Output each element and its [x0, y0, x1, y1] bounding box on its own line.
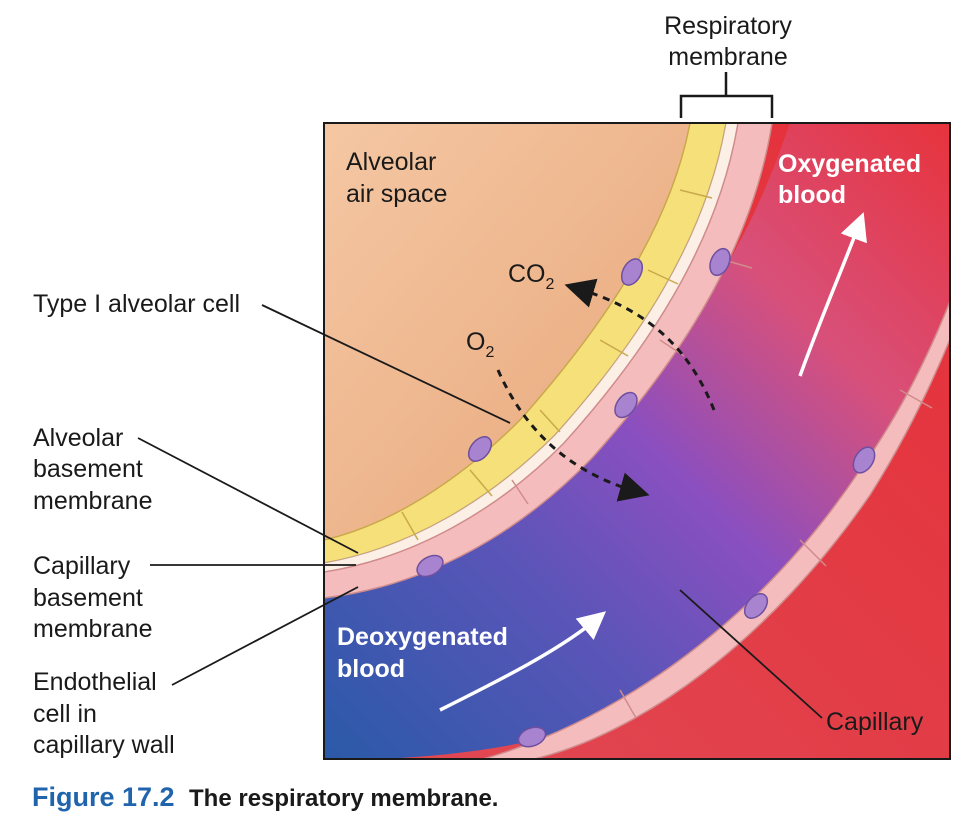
o2-subscript: 2 [485, 344, 494, 361]
label-endothelial-cell-2: cell in [33, 700, 97, 728]
leader-capillary [679, 589, 823, 719]
label-alveolar-basement-membrane-1: Alveolar [33, 424, 123, 452]
label-o2: O2 [466, 328, 494, 361]
nucleus [743, 593, 769, 619]
figure-caption: Figure 17.2 The respiratory membrane. [32, 782, 498, 813]
label-alveolar-basement-membrane-3: membrane [33, 487, 153, 515]
co2-base: CO [508, 260, 546, 288]
nucleus [517, 726, 547, 748]
figure-title: The respiratory membrane. [189, 785, 499, 812]
nucleus [614, 391, 638, 419]
label-capillary-basement-membrane-1: Capillary [33, 552, 131, 580]
label-endothelial-cell-3: capillary wall [33, 731, 175, 759]
nucleus [852, 446, 876, 474]
label-capillary-basement-membrane-3: membrane [33, 615, 153, 643]
co2-arrow [564, 278, 716, 411]
diagram-panel [324, 123, 950, 759]
label-capillary: Capillary [826, 708, 924, 736]
nucleus [709, 247, 731, 277]
label-oxygenated-blood-2: blood [778, 181, 846, 209]
label-alveolar-basement-membrane-2: basement [33, 455, 143, 483]
deoxygenated-flow-arrow [439, 611, 607, 712]
cell-nuclei [416, 247, 876, 748]
o2-base: O [466, 328, 485, 356]
leader-type1-alveolar-cell [261, 304, 511, 424]
nucleus [467, 436, 493, 462]
epithelium-cell-borders [401, 189, 713, 541]
diagram-frame [323, 122, 951, 760]
co2-subscript: 2 [546, 276, 555, 293]
label-deoxygenated-blood-2: blood [337, 655, 405, 683]
endothelium-cell-borders [511, 259, 933, 719]
label-alveolar-air-space-1: Alveolar [346, 148, 436, 176]
nucleus [620, 258, 644, 286]
label-respiratory-membrane-1: Respiratory [664, 12, 792, 40]
label-oxygenated-blood-1: Oxygenated [778, 150, 921, 178]
label-capillary-basement-membrane-2: basement [33, 584, 143, 612]
capillary-blood [324, 123, 950, 759]
label-endothelial-cell-1: Endothelial [33, 668, 157, 696]
nucleus [416, 554, 444, 578]
oxygenated-flow-arrow [798, 212, 867, 377]
label-co2: CO2 [508, 260, 555, 293]
label-deoxygenated-blood-1: Deoxygenated [337, 623, 508, 651]
figure-number: Figure 17.2 [32, 782, 175, 812]
respiratory-membrane-bracket [679, 72, 774, 118]
capillary-wall-outer [480, 299, 950, 759]
alveolar-air-space [324, 123, 690, 540]
label-type1-alveolar-cell: Type I alveolar cell [33, 290, 240, 318]
label-respiratory-membrane-2: membrane [668, 43, 788, 71]
leader-lines [137, 304, 823, 719]
respiratory-membrane-diagram: Respiratory membrane Alveolar air space … [33, 12, 951, 760]
label-alveolar-air-space-2: air space [346, 180, 447, 208]
leader-endothelial-cell [171, 586, 359, 686]
leader-alveolar-basement-membrane [137, 437, 359, 554]
